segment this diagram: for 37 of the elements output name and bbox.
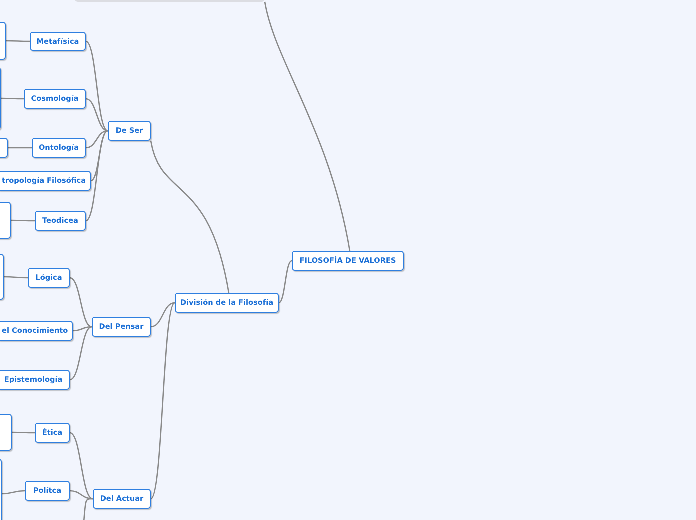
connector-line xyxy=(2,490,26,495)
topic-box xyxy=(35,211,86,231)
connector-line xyxy=(70,326,92,381)
topic-box xyxy=(93,489,151,509)
topic-box xyxy=(28,268,70,288)
connector-line xyxy=(70,490,94,500)
topic-box xyxy=(25,481,70,501)
connector-line xyxy=(264,2,351,252)
topic-box xyxy=(35,423,70,443)
topic-box xyxy=(0,321,74,341)
connector-line xyxy=(86,98,108,132)
connector-line xyxy=(150,302,176,500)
connector-line xyxy=(6,40,30,42)
connector-line xyxy=(12,432,35,434)
connector-line xyxy=(150,140,230,294)
topic-box xyxy=(30,32,86,51)
connector-line xyxy=(278,260,292,304)
topic-box xyxy=(32,138,86,158)
connector-line xyxy=(86,40,108,132)
connector-line xyxy=(1,98,24,100)
connector-line xyxy=(83,498,93,520)
connector-line xyxy=(70,277,92,328)
topic-box xyxy=(292,251,404,271)
topic-box xyxy=(0,370,70,390)
topic-box xyxy=(24,89,86,109)
connector-line xyxy=(86,130,108,222)
topic-box xyxy=(108,121,151,141)
topic-box xyxy=(92,317,151,337)
connector-line xyxy=(70,432,94,500)
connector-line xyxy=(86,130,108,149)
topic-box xyxy=(0,171,92,191)
connector-line xyxy=(8,147,32,149)
topic-box xyxy=(175,293,279,313)
connector-line xyxy=(150,302,176,328)
connector-line xyxy=(11,220,35,222)
connector-line xyxy=(4,276,28,279)
connector-line xyxy=(72,326,92,332)
